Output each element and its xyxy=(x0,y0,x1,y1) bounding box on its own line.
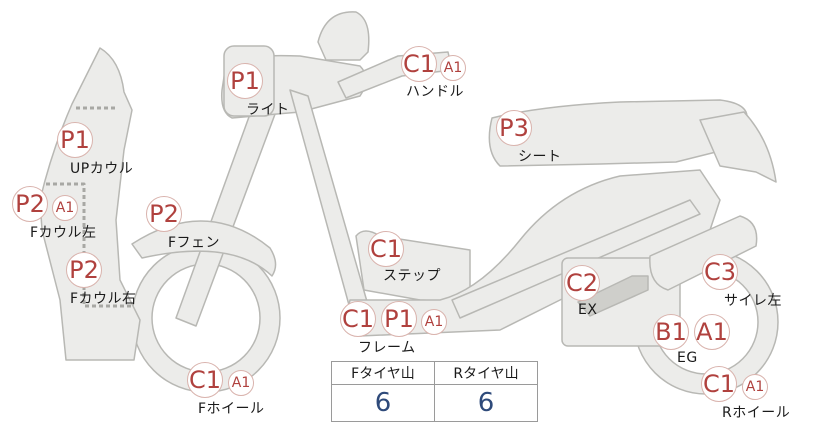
eg-b1-badge: B1 xyxy=(653,314,689,350)
exhaust-pipe-shape xyxy=(577,275,649,317)
mirror-shape xyxy=(317,11,370,61)
r-wheel-label: Rホイール xyxy=(722,405,791,421)
handle-c1-badge: C1 xyxy=(401,46,437,82)
r-wheel-a1-badge: A1 xyxy=(742,374,768,400)
frame-a1-badge: A1 xyxy=(421,309,447,335)
handle-label: ハンドル xyxy=(406,84,464,100)
f-tire-value: 6 xyxy=(331,384,435,422)
f-cowl-right-p2-badge: P2 xyxy=(66,252,102,288)
f-cowl-right-label: Fカウル右 xyxy=(70,291,137,307)
muffler-left-label: サイレ左 xyxy=(724,293,782,309)
f-wheel-a1-badge: A1 xyxy=(228,370,254,396)
f-wheel-label: Fホイール xyxy=(198,401,265,417)
frame-label: フレーム xyxy=(358,340,416,356)
tire-tread-table: Fタイヤ山 Rタイヤ山 6 6 xyxy=(331,361,538,422)
seat-label: シート xyxy=(518,149,562,165)
up-cowl-p1-badge: P1 xyxy=(57,122,93,158)
ex-c2-badge: C2 xyxy=(564,265,600,301)
cowl-seam-middle xyxy=(46,182,134,308)
r-tire-header: Rタイヤ山 xyxy=(434,361,538,385)
f-wheel-c1-badge: C1 xyxy=(187,362,223,398)
ex-label: EX xyxy=(578,302,598,318)
step-label: ステップ xyxy=(383,268,441,284)
frame-p1-badge: P1 xyxy=(381,301,417,337)
seat-shape xyxy=(488,99,748,167)
r-wheel-c1-badge: C1 xyxy=(701,366,737,402)
handle-a1-badge: A1 xyxy=(440,55,466,81)
eg-label: EG xyxy=(677,350,698,366)
tire-table-header-row: Fタイヤ山 Rタイヤ山 xyxy=(331,361,538,385)
f-cowl-left-p2-badge: P2 xyxy=(12,186,48,222)
frame-c1-badge: C1 xyxy=(340,301,376,337)
rear-tail-shape xyxy=(699,111,777,183)
f-tire-header: Fタイヤ山 xyxy=(331,361,435,385)
f-cowl-left-label: Fカウル左 xyxy=(30,225,97,241)
muffler-c3-badge: C3 xyxy=(702,254,738,290)
f-fender-p2-badge: P2 xyxy=(146,196,182,232)
light-p1-badge: P1 xyxy=(227,63,263,99)
muffler-shape xyxy=(649,215,758,291)
front-fender-shape xyxy=(131,220,277,277)
r-tire-value: 6 xyxy=(434,384,538,422)
up-cowl-label: UPカウル xyxy=(70,161,134,177)
frame-down-tube-shape xyxy=(289,89,371,317)
light-label: ライト xyxy=(246,102,290,118)
f-fender-label: Fフェン xyxy=(168,235,221,251)
tire-table-value-row: 6 6 xyxy=(331,384,538,422)
eg-a1-badge: A1 xyxy=(694,314,730,350)
seat-p3-badge: P3 xyxy=(496,110,532,146)
f-cowl-left-a1-badge: A1 xyxy=(52,195,78,221)
step-c1-badge: C1 xyxy=(368,231,404,267)
